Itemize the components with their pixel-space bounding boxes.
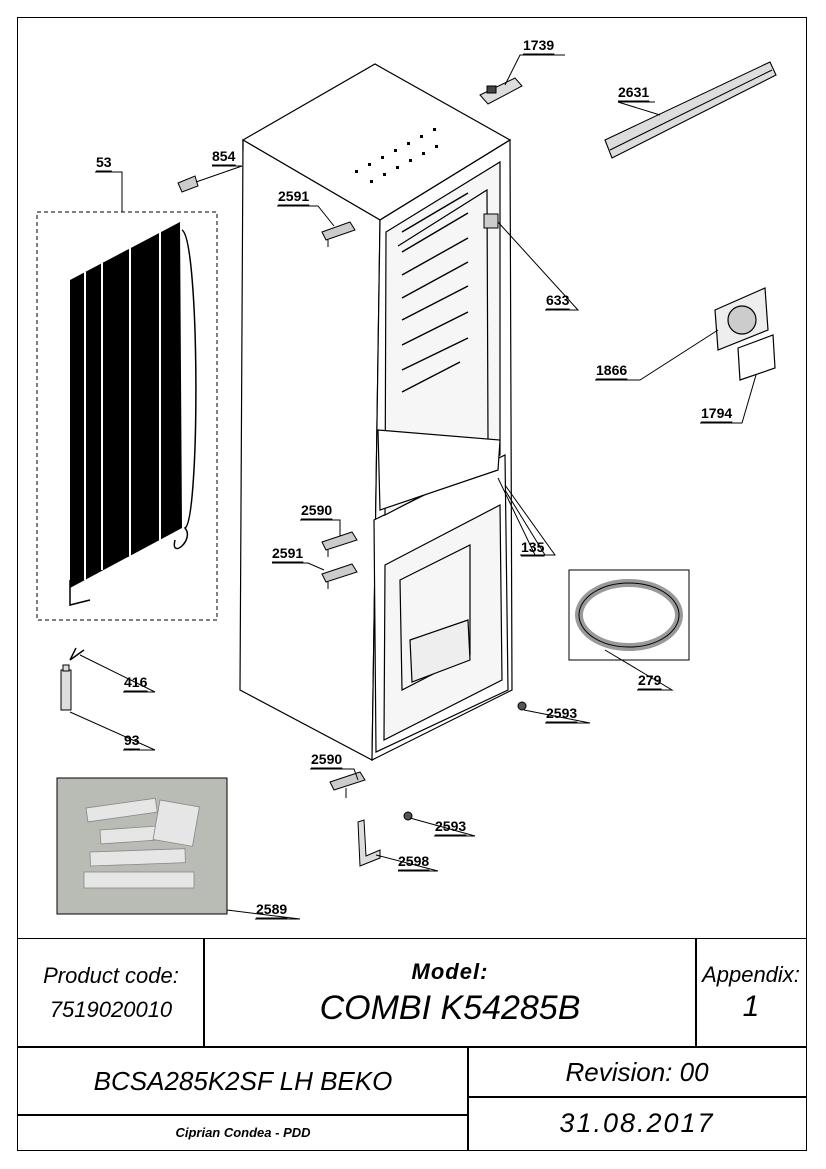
callout-2591-upper: 2591	[278, 188, 309, 204]
condenser-53	[36, 211, 218, 621]
part-2631-rail	[604, 61, 777, 159]
part-2593-screw-upper	[517, 701, 527, 711]
exploded-view-drawing: 1739 2631 854 53 2591 633 1866 1794 2590…	[36, 37, 777, 920]
revision-value: Revision: 00	[565, 1056, 709, 1087]
callout-93: 93	[124, 732, 140, 748]
callout-135: 135	[521, 539, 545, 555]
author-cell: Ciprian Condea - PDD	[17, 1114, 469, 1151]
product-code-value: 7519020010	[49, 997, 173, 1022]
callout-854: 854	[212, 148, 236, 164]
part-1794-cover	[737, 334, 776, 381]
model-label: Model:	[411, 958, 489, 984]
callout-1794: 1794	[701, 405, 732, 421]
callout-labels: 1739 2631 854 53 2591 633 1866 1794 2590…	[96, 37, 733, 919]
callout-2590-bottom: 2590	[311, 751, 342, 767]
title-block: Product code: 7519020010 Model: COMBI K5…	[17, 938, 807, 1151]
callout-633: 633	[546, 292, 570, 308]
callout-1739: 1739	[523, 37, 554, 53]
part-633-switch	[483, 213, 499, 229]
callout-2589: 2589	[256, 901, 287, 917]
product-code-label: Product code:	[43, 963, 179, 988]
bcsa-value: BCSA285K2SF LH BEKO	[93, 1065, 393, 1096]
part-2591-hinge-mid	[321, 563, 358, 589]
bcsa-cell: BCSA285K2SF LH BEKO	[17, 1046, 469, 1116]
appendix-value: 1	[742, 990, 760, 1023]
part-2589-accessory-bag	[56, 777, 228, 915]
callout-53: 53	[96, 154, 112, 170]
appendix-label: Appendix:	[702, 962, 800, 987]
callout-2631: 2631	[618, 84, 649, 100]
shelf-rails	[401, 192, 469, 393]
part-2598-bracket	[357, 819, 381, 867]
callout-2598: 2598	[398, 853, 429, 869]
callout-2593-upper: 2593	[546, 705, 577, 721]
part-2590-hinge-mid	[321, 531, 358, 557]
callout-279: 279	[638, 672, 662, 688]
appendix-cell: Appendix: 1	[695, 938, 807, 1048]
part-279-gasket	[568, 569, 690, 661]
date-cell: 31.08.2017	[467, 1096, 807, 1151]
author-value: Ciprian Condea - PDD	[175, 1125, 311, 1140]
part-1739-board	[479, 77, 523, 105]
revision-cell: Revision: 00	[467, 1046, 807, 1098]
date-value: 31.08.2017	[559, 1108, 715, 1138]
cabinet	[239, 63, 513, 761]
part-416-pin	[69, 647, 85, 661]
callout-416: 416	[124, 674, 148, 690]
part-93-foot	[60, 664, 72, 711]
part-2593-screw-lower	[403, 811, 413, 821]
callout-1866: 1866	[596, 362, 627, 378]
product-code-cell: Product code: 7519020010	[17, 938, 205, 1048]
callout-2590-mid: 2590	[301, 502, 332, 518]
part-2590-hinge-bottom	[329, 771, 366, 798]
part-854-lamp	[177, 175, 199, 193]
part-1866-fan-cover	[714, 287, 769, 351]
callout-2593-lower: 2593	[435, 818, 466, 834]
top-vent-holes	[355, 128, 438, 183]
model-value: COMBI K54285B	[319, 988, 581, 1027]
part-2591-hinge-upper	[321, 221, 356, 247]
callout-2591-mid: 2591	[272, 545, 303, 561]
model-cell: Model: COMBI K54285B	[203, 938, 697, 1048]
leader-lines	[69, 54, 757, 920]
